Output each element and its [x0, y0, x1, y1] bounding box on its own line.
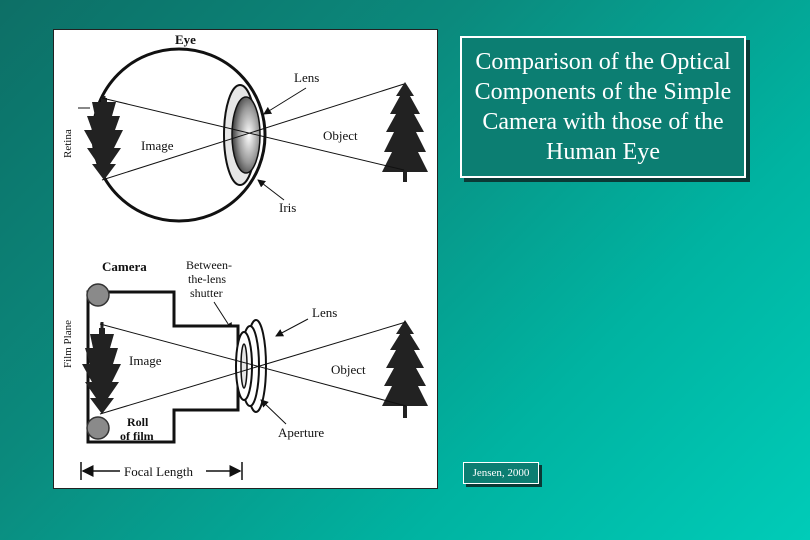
- camera-body: [86, 290, 240, 444]
- film-plane-label: Film Plane: [62, 320, 74, 368]
- aperture-label: Aperture: [278, 425, 324, 440]
- shutter-label-3: shutter: [190, 286, 223, 300]
- eye-lens-label: Lens: [294, 70, 319, 85]
- film-roll-bottom: [86, 416, 110, 440]
- camera-label: Camera: [102, 259, 147, 274]
- iris-label: Iris: [279, 200, 296, 215]
- inverted-tree-image-camera: [82, 322, 121, 414]
- aperture-pointer: [260, 399, 287, 425]
- eye-lens-shape: [231, 96, 261, 174]
- film-roll-top: [86, 283, 110, 307]
- roll-label-2: of film: [120, 429, 154, 443]
- object-tree-camera: [382, 320, 428, 418]
- eye-lens-pointer: [263, 87, 307, 115]
- eye-ray-2: [101, 83, 405, 181]
- camera-lens-pointer: [275, 318, 309, 337]
- camera-lens-label: Lens: [312, 305, 337, 320]
- iris-pointer: [257, 179, 285, 201]
- shutter-label-2: the-lens: [188, 272, 226, 286]
- camera-object-label: Object: [331, 362, 366, 377]
- object-tree-eye: [382, 82, 428, 182]
- eye-label: Eye: [175, 32, 196, 47]
- camera-ray-1: [99, 323, 407, 407]
- shutter-label-1: Between-: [186, 258, 232, 272]
- retina-label: Retina: [62, 129, 74, 158]
- slide-title: Comparison of the Optical Components of …: [460, 36, 746, 178]
- inverted-tree-image-eye: [84, 96, 123, 180]
- aperture-shape: [240, 343, 248, 389]
- camera-ray-2: [99, 321, 407, 415]
- credit-label: Jensen, 2000: [463, 462, 539, 484]
- eye-camera-diagram: Eye Lens Object Image Iris Retina Camera…: [53, 29, 438, 489]
- eye-image-label: Image: [141, 138, 174, 153]
- diagram-svg: Eye Lens Object Image Iris Retina Camera…: [62, 32, 428, 480]
- camera-image-label: Image: [129, 353, 162, 368]
- focal-length-label: Focal Length: [124, 464, 193, 479]
- roll-label-1: Roll: [127, 415, 149, 429]
- eye-object-label: Object: [323, 128, 358, 143]
- eye-ray-1: [101, 97, 405, 171]
